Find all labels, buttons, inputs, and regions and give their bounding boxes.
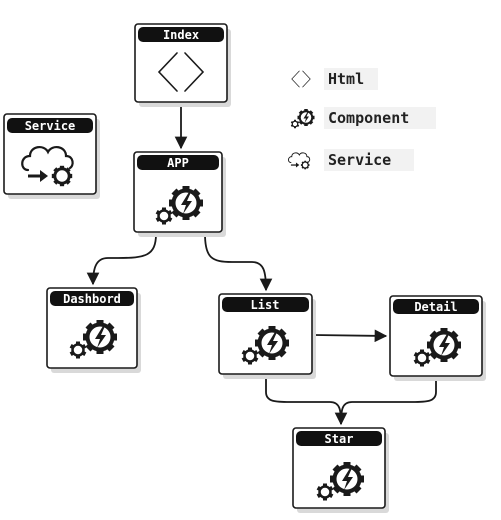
edge-detail-star (340, 378, 437, 425)
service-icon (287, 151, 311, 171)
edge-list-star (265, 376, 348, 426)
node-label-app: APP (167, 156, 189, 170)
node-dashboard: Dashbord (46, 287, 141, 373)
node-list: List (218, 293, 316, 379)
node-label-list: List (251, 298, 280, 312)
node-app: APP (133, 151, 226, 237)
node-index: Index (134, 23, 231, 107)
edges (86, 104, 437, 426)
component-icon (291, 109, 315, 128)
html-icon (291, 70, 311, 88)
legend-item-service: Service (287, 149, 414, 171)
legend-item-html: Html (291, 68, 378, 90)
edge-app-list (204, 233, 273, 292)
node-star: Star (292, 427, 389, 513)
node-label-dashboard: Dashbord (63, 292, 121, 306)
legend-label-component: Component (328, 109, 409, 127)
node-detail: Detail (389, 295, 486, 381)
legend-label-html: Html (328, 70, 364, 88)
node-label-service: Service (25, 119, 76, 133)
edge-list-detail (313, 329, 388, 343)
node-label-star: Star (325, 432, 354, 446)
node-service: Service (3, 113, 100, 199)
edge-app-dashboard (86, 233, 157, 286)
legend: Html Component Service (287, 68, 436, 171)
legend-label-service: Service (328, 151, 391, 169)
legend-item-component: Component (291, 107, 436, 129)
node-label-detail: Detail (414, 300, 457, 314)
node-label-index: Index (163, 28, 199, 42)
